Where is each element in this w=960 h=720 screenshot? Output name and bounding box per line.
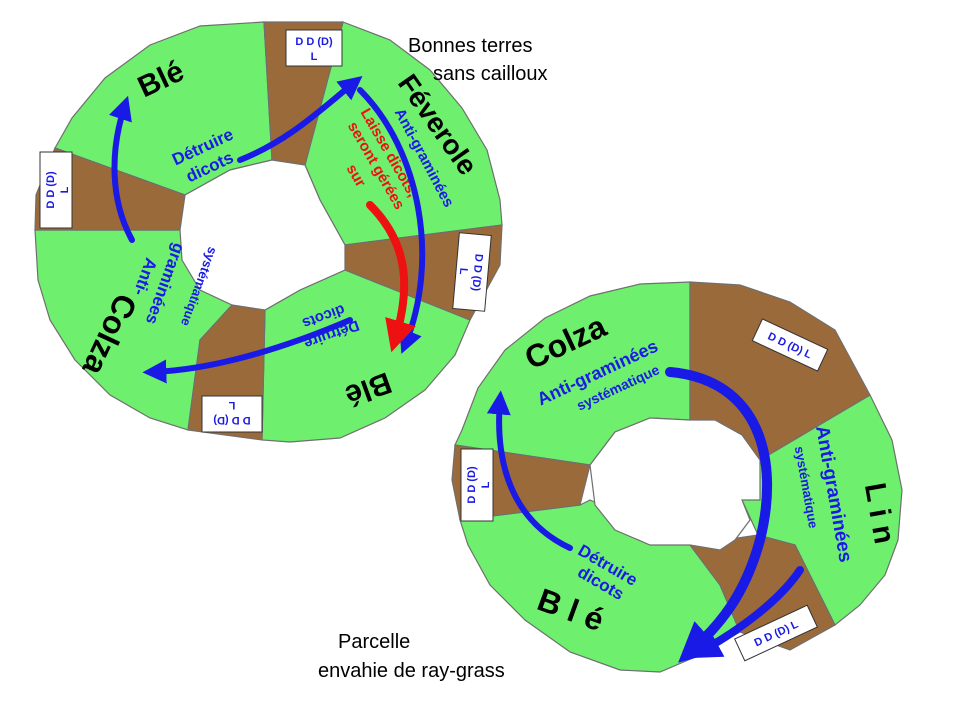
svg-text:L: L xyxy=(59,186,71,193)
rotation-arrow-red xyxy=(366,201,416,353)
note-top-line1: Bonnes terres xyxy=(408,35,533,57)
rotation-arrow xyxy=(237,76,363,163)
rotation-arrow xyxy=(109,95,135,243)
fallow-box: D D (D) L xyxy=(201,395,263,433)
rotation-arrow xyxy=(357,87,426,354)
rotation-arrow xyxy=(665,367,773,663)
rotation-arrow xyxy=(688,566,804,659)
rotation-wheel-2: Colza L i n B l é Anti-graminées systéma… xyxy=(451,281,903,673)
wheel-1-center xyxy=(179,159,346,311)
svg-text:L: L xyxy=(457,267,470,275)
svg-text:D D (D): D D (D) xyxy=(213,414,251,426)
rotation-arrow xyxy=(486,390,573,551)
note-bottom-line2: envahie de ray-grass xyxy=(318,660,505,682)
rotation-arrow xyxy=(142,317,353,384)
svg-text:D D (D): D D (D) xyxy=(295,36,333,48)
svg-text:L: L xyxy=(480,481,492,488)
fallow-box: D D (D) L xyxy=(39,151,73,229)
fallow-box: D D (D) L xyxy=(452,232,492,312)
note-bottom-line1: Parcelle xyxy=(338,631,410,653)
svg-text:L: L xyxy=(228,399,235,411)
svg-text:D D (D): D D (D) xyxy=(469,253,484,292)
svg-text:D D (D): D D (D) xyxy=(45,171,57,209)
wheel-2-center xyxy=(589,417,761,551)
note-top-line2: sans cailloux xyxy=(433,63,548,85)
fallow-box: D D (D) L xyxy=(460,448,494,522)
svg-text:L: L xyxy=(311,51,318,63)
rotation-wheel-1: Blé Féverole Blé Colza Détruire dicots A… xyxy=(34,21,503,443)
fallow-box: D D (D) L xyxy=(285,29,343,67)
svg-text:D D (D): D D (D) xyxy=(466,466,478,504)
